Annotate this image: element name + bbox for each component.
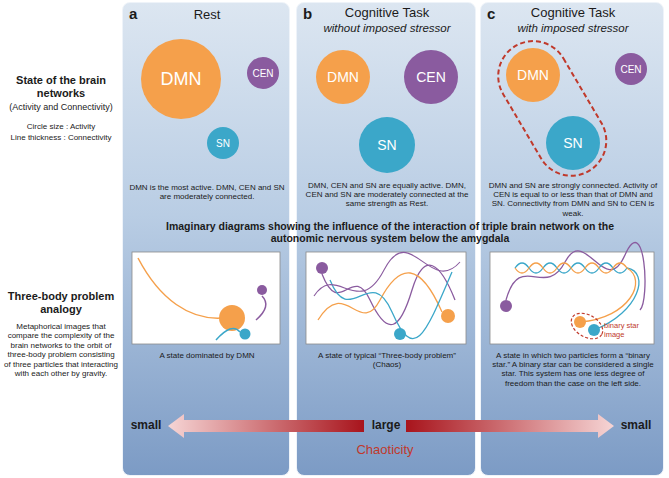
- panel-title: Cognitive Task: [481, 6, 665, 21]
- scale-end: small: [614, 418, 658, 432]
- particle: [441, 309, 455, 323]
- state-description: DMN, CEN and SN are equally active. DMN,…: [303, 181, 471, 209]
- particle: [588, 324, 600, 336]
- orbit-caption: A state dominated by DMN: [129, 351, 285, 360]
- condition-panel: aRestDMN is the most active. DMN, CEN an…: [122, 2, 290, 476]
- state-description: DMN and SN are strongly connected. Activ…: [487, 181, 659, 218]
- network-circle: DMN: [316, 50, 370, 104]
- state-description: DMN is the most active. DMN, CEN and SN …: [129, 183, 285, 201]
- panel-letter: a: [129, 5, 149, 22]
- orbit-box: [306, 252, 466, 344]
- orbit-box: [132, 252, 280, 344]
- orbit-path: [322, 265, 455, 324]
- network-name: SN: [359, 117, 415, 173]
- network-circle: SN: [546, 116, 600, 170]
- particle: [574, 316, 586, 328]
- orbit-path: [515, 263, 639, 330]
- network-circle: SN: [207, 127, 239, 159]
- orbit-path: [138, 258, 222, 318]
- circle-shape: [546, 116, 600, 170]
- axis-title: Chaoticity: [330, 442, 440, 457]
- network-name: SN: [207, 127, 239, 159]
- circle-shape: [404, 50, 458, 104]
- network-circle: DMN: [141, 39, 221, 119]
- particle: [219, 305, 245, 331]
- orbit-path: [318, 273, 442, 320]
- circle-shape: [615, 53, 647, 85]
- network-circle: CEN: [404, 50, 458, 104]
- row-subheading: (Activity and Connectivity): [4, 102, 118, 113]
- row-heading: Three-body problem analogy: [4, 290, 118, 316]
- orbit-box: [490, 252, 654, 344]
- panel-title: Cognitive Task: [297, 6, 477, 21]
- network-name: SN: [546, 116, 600, 170]
- network-circle: CEN: [615, 53, 647, 85]
- network-name: DMN: [141, 39, 221, 119]
- panel-letter: b: [303, 5, 323, 22]
- particle: [257, 285, 267, 295]
- grouping-outline: [485, 28, 619, 188]
- orbit-path: [330, 272, 452, 339]
- network-name: CEN: [615, 53, 647, 85]
- scale-end: small: [126, 418, 166, 432]
- orbit-path: [506, 242, 645, 310]
- network-circle: DMN: [506, 48, 560, 102]
- orbit-caption: A state in which two particles form a “b…: [487, 351, 659, 388]
- scale-arrow: [168, 414, 364, 438]
- key-note: Circle size : Activity: [4, 122, 118, 131]
- particle: [394, 328, 406, 340]
- orbit-caption: A state of typical “Three-body problem” …: [303, 351, 471, 369]
- annotation: binary star image: [604, 322, 654, 340]
- orbit-path: [216, 328, 240, 340]
- network-name: CEN: [247, 57, 279, 89]
- key-note: Line thickness : Connectivity: [4, 133, 118, 142]
- panel-subtitle: without imposed stressor: [297, 22, 477, 35]
- orbit-path: [314, 252, 460, 296]
- panel-letter: c: [487, 5, 507, 22]
- network-name: CEN: [404, 50, 458, 104]
- circle-shape: [316, 50, 370, 104]
- row-note: Metaphorical images that compare the com…: [4, 322, 118, 379]
- particle: [500, 300, 512, 312]
- circle-shape: [506, 48, 560, 102]
- circle-shape: [207, 127, 239, 159]
- network-circle: SN: [359, 117, 415, 173]
- orbit-path: [256, 296, 266, 320]
- network-name: DMN: [506, 48, 560, 102]
- section-heading: Imaginary diagrams showing the influence…: [160, 220, 620, 245]
- panel-title: Rest: [123, 8, 291, 23]
- scale-middle: large: [366, 418, 406, 432]
- circle-shape: [141, 39, 221, 119]
- orbit-path: [515, 263, 636, 322]
- network-name: DMN: [316, 50, 370, 104]
- scale-arrow: [406, 414, 614, 438]
- particle: [316, 262, 328, 274]
- circle-shape: [359, 117, 415, 173]
- row-heading: State of the brain networks: [4, 74, 118, 100]
- network-circle: CEN: [247, 57, 279, 89]
- panel-subtitle: with imposed stressor: [481, 22, 665, 35]
- particle: [240, 329, 251, 340]
- circle-shape: [247, 57, 279, 89]
- binary-star-outline: [567, 308, 607, 344]
